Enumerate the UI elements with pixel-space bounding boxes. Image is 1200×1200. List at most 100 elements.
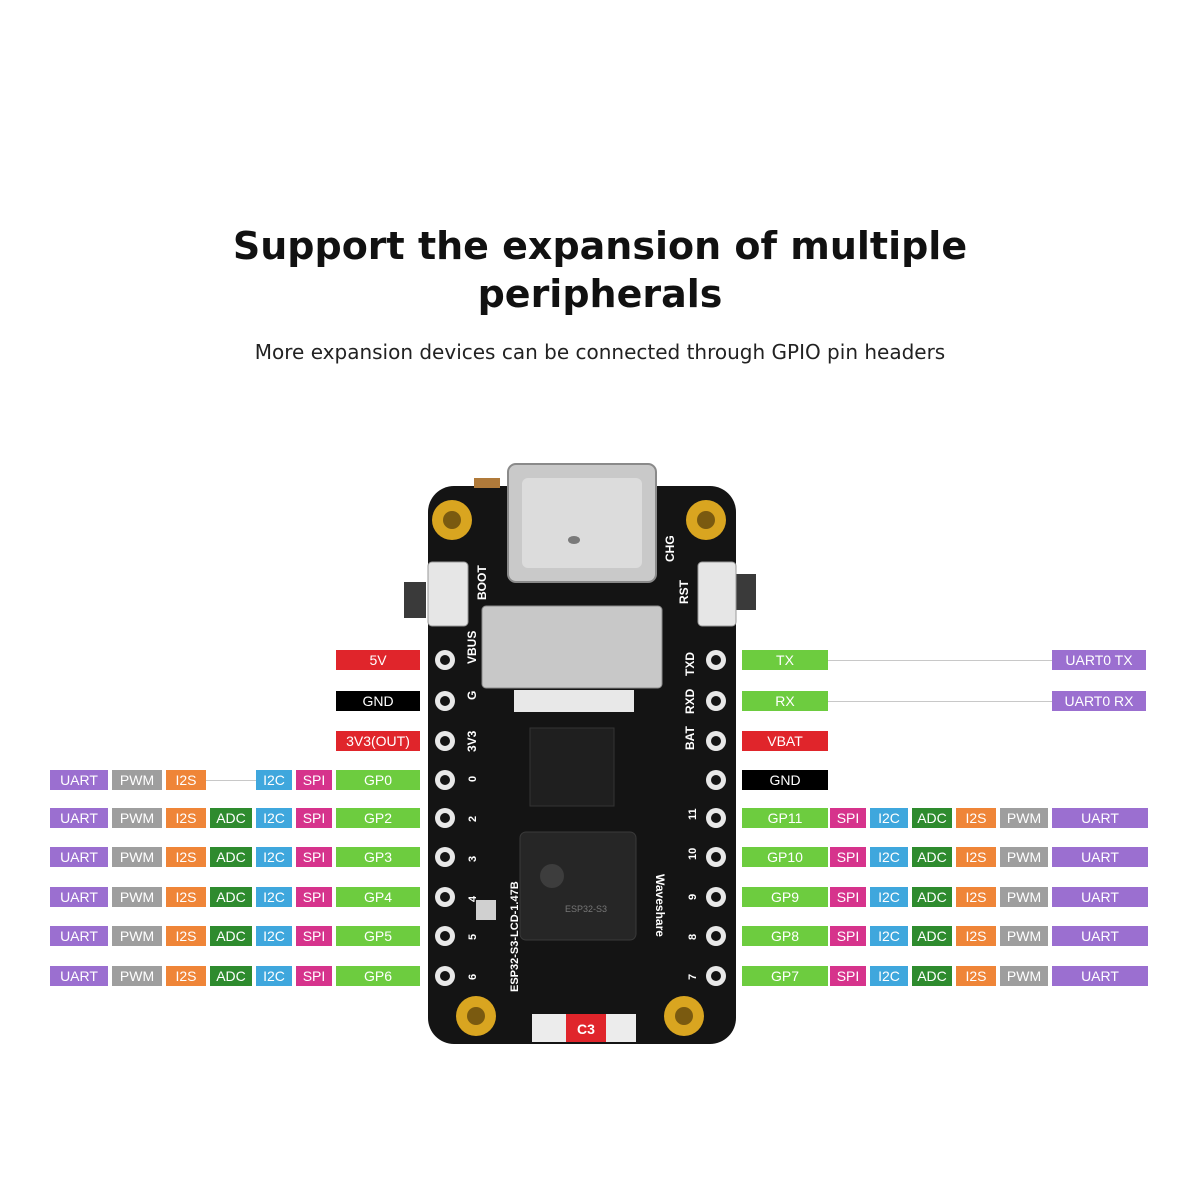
func-uart-gp5: UART — [50, 926, 108, 946]
func-i2c-gp4: I2C — [256, 887, 292, 907]
pin-hole-left-5 — [440, 852, 450, 862]
pin-hole-left-8 — [440, 971, 450, 981]
silk-boot: BOOT — [475, 565, 489, 600]
chip-marking: ESP32-S3 — [565, 904, 607, 914]
func-i2s-gp6: I2S — [166, 966, 206, 986]
mount-hole-bottom-left-center — [467, 1007, 485, 1025]
pin-label-gp6: GP6 — [336, 966, 420, 986]
mount-hole-top-left-center — [443, 511, 461, 529]
pin-hole-right-6 — [711, 892, 721, 902]
func-uart-gp7: UART — [1052, 966, 1148, 986]
silk-pin-8: 8 — [687, 934, 699, 940]
pin-label-rx-right: RX — [742, 691, 828, 711]
func-adc-gp4: ADC — [210, 887, 252, 907]
silk-pin-11: 11 — [687, 808, 699, 820]
pin-label-gp4: GP4 — [336, 887, 420, 907]
func-adc-gp6: ADC — [210, 966, 252, 986]
func-uart-gp3: UART — [50, 847, 108, 867]
pin-hole-left-0 — [440, 655, 450, 665]
func-pwm-gp4: PWM — [112, 887, 162, 907]
silk-bat: BAT — [683, 726, 697, 750]
pin-label-gp11: GP11 — [742, 808, 828, 828]
silk-vbus: VBUS — [465, 631, 479, 664]
pin-hole-right-8 — [711, 971, 721, 981]
func-spi-gp0: SPI — [296, 770, 332, 790]
pin-label-gp10: GP10 — [742, 847, 828, 867]
rst-side-button — [736, 574, 756, 610]
pin-label-5v: 5V — [336, 650, 420, 670]
silk-3v3: 3V3 — [465, 730, 479, 752]
func-i2s-gp4: I2S — [166, 887, 206, 907]
func-i2c-gp8: I2C — [870, 926, 908, 946]
connector-line-gp0 — [206, 780, 256, 781]
pin-label-vbat-right: VBAT — [742, 731, 828, 751]
func-adc-gp11: ADC — [912, 808, 952, 828]
func-uart-gp2: UART — [50, 808, 108, 828]
func-i2c-gp9: I2C — [870, 887, 908, 907]
func-pwm-gp2: PWM — [112, 808, 162, 828]
func-uart-gp11: UART — [1052, 808, 1148, 828]
boot-side-button — [404, 582, 426, 618]
silk-txd: TXD — [683, 652, 697, 676]
espressif-logo-icon — [540, 864, 564, 888]
pin-label-gnd-right: GND — [742, 770, 828, 790]
func-uart-gp6: UART — [50, 966, 108, 986]
func-i2s-gp2: I2S — [166, 808, 206, 828]
silk-g: G — [465, 691, 479, 700]
pin-label-gnd: GND — [336, 691, 420, 711]
func-pwm-gp8: PWM — [1000, 926, 1048, 946]
func-spi-gp10: SPI — [830, 847, 866, 867]
func-label-uart0-rx: UART0 RX — [1052, 691, 1146, 711]
silk-pin-2: 2 — [467, 816, 479, 822]
func-i2s-gp3: I2S — [166, 847, 206, 867]
pin-pads — [435, 650, 726, 986]
func-pwm-gp10: PWM — [1000, 847, 1048, 867]
silk-chg: CHG — [663, 535, 677, 562]
title-line-1: Support the expansion of multiple — [232, 224, 968, 268]
pin-hole-left-7 — [440, 931, 450, 941]
pin-hole-right-3 — [711, 775, 721, 785]
silk-pin-9: 9 — [687, 894, 699, 900]
silk-c3: C3 — [577, 1021, 595, 1037]
func-pwm-gp11: PWM — [1000, 808, 1048, 828]
func-i2s-gp8: I2S — [956, 926, 996, 946]
pin-label-tx-right: TX — [742, 650, 828, 670]
func-adc-gp10: ADC — [912, 847, 952, 867]
func-spi-gp7: SPI — [830, 966, 866, 986]
rst-switch — [697, 561, 737, 627]
func-spi-gp8: SPI — [830, 926, 866, 946]
func-label-uart0-tx: UART0 TX — [1052, 650, 1146, 670]
func-adc-gp9: ADC — [912, 887, 952, 907]
pin-hole-left-2 — [440, 736, 450, 746]
func-adc-gp7: ADC — [912, 966, 952, 986]
pin-hole-right-5 — [711, 852, 721, 862]
flash-chip — [529, 727, 615, 807]
pin-label-gp7: GP7 — [742, 966, 828, 986]
pin-hole-right-1 — [711, 696, 721, 706]
pin-label-gp8: GP8 — [742, 926, 828, 946]
sd-card-slot — [481, 605, 663, 689]
pin-hole-left-3 — [440, 775, 450, 785]
pin-hole-right-0 — [711, 655, 721, 665]
func-spi-gp4: SPI — [296, 887, 332, 907]
silk-pin-0: 0 — [467, 776, 479, 782]
func-spi-gp11: SPI — [830, 808, 866, 828]
silk-brand: Waveshare — [653, 874, 667, 937]
boot-switch — [427, 561, 469, 627]
func-spi-gp3: SPI — [296, 847, 332, 867]
func-pwm-gp9: PWM — [1000, 887, 1048, 907]
pin-label-gp0: GP0 — [336, 770, 420, 790]
func-pwm-gp5: PWM — [112, 926, 162, 946]
silk-pin-4: 4 — [467, 895, 479, 902]
func-i2c-gp10: I2C — [870, 847, 908, 867]
func-pwm-gp0: PWM — [112, 770, 162, 790]
func-i2c-gp2: I2C — [256, 808, 292, 828]
func-adc-gp5: ADC — [210, 926, 252, 946]
func-i2c-gp3: I2C — [256, 847, 292, 867]
title-line-2: peripherals — [477, 272, 723, 316]
func-uart-gp8: UART — [1052, 926, 1148, 946]
crystal — [476, 900, 496, 920]
silk-rxd: RXD — [683, 688, 697, 714]
func-i2s-gp5: I2S — [166, 926, 206, 946]
func-pwm-gp6: PWM — [112, 966, 162, 986]
